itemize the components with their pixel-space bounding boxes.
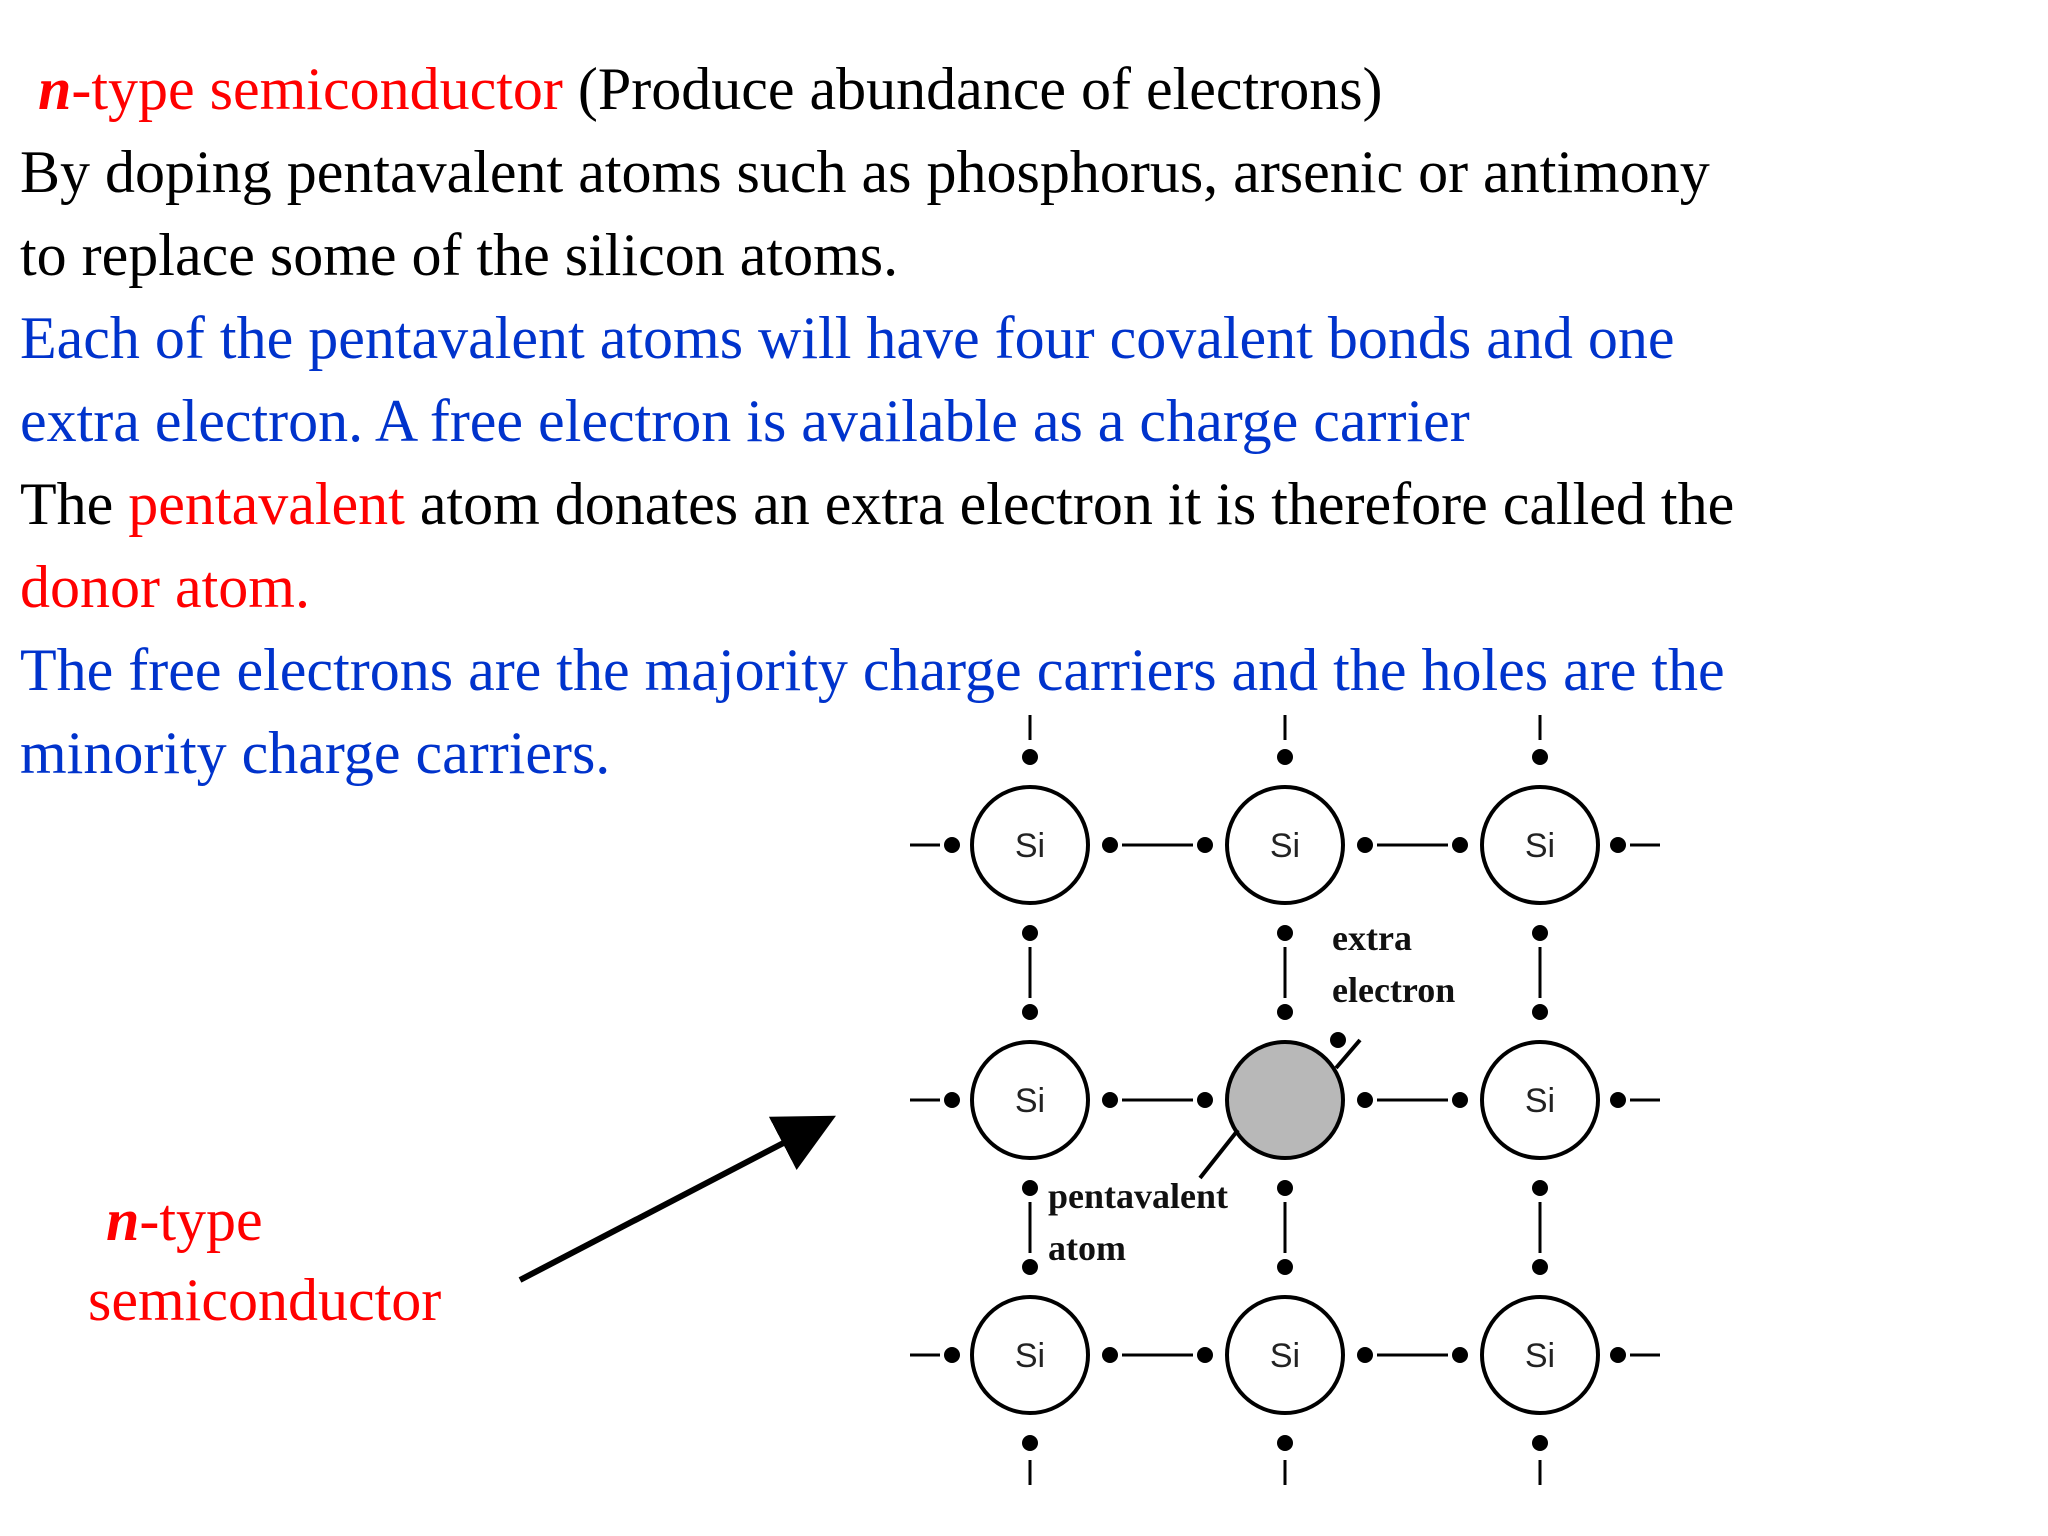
bond-lines	[910, 715, 1660, 1485]
pentavalent-atom	[1225, 1040, 1345, 1160]
paragraph4-line1: The free electrons are the majority char…	[20, 637, 1725, 703]
electron	[1022, 925, 1038, 941]
electron	[1452, 1347, 1468, 1363]
electron	[1357, 1347, 1373, 1363]
silicon-label: Si	[1015, 827, 1045, 865]
pentavalent-label-line2: atom	[1048, 1228, 1126, 1268]
arrow-line	[518, 1115, 836, 1283]
electron	[1022, 1004, 1038, 1020]
extra-electron-pointer	[1334, 1038, 1362, 1070]
paragraph3-pentavalent: pentavalent	[128, 471, 405, 537]
heading-note: (Produce abundance of electrons)	[562, 56, 1383, 122]
silicon-atom	[970, 1295, 1090, 1415]
electron	[1102, 837, 1118, 853]
paragraph2-line2: extra electron. A free electron is avail…	[20, 388, 1470, 454]
electron	[1102, 1092, 1118, 1108]
electron	[1022, 1180, 1038, 1196]
extra-label-line2: electron	[1332, 970, 1455, 1010]
paragraph1-line2: to replace some of the silicon atoms.	[20, 222, 899, 288]
silicon-atom	[1480, 785, 1600, 905]
electron	[1610, 1092, 1626, 1108]
electron	[1532, 1180, 1548, 1196]
silicon-atom	[1480, 1295, 1600, 1415]
electron	[1532, 749, 1548, 765]
silicon-label: Si	[1270, 827, 1300, 865]
callout-type: -type	[139, 1187, 263, 1253]
electron	[1277, 749, 1293, 765]
silicon-atom	[1480, 1040, 1600, 1160]
electron	[1277, 1180, 1293, 1196]
callout-line2: semiconductor	[88, 1267, 442, 1333]
silicon-atom	[1225, 1295, 1345, 1415]
callout-line1: n-type	[88, 1180, 441, 1260]
callout-n: n	[106, 1187, 140, 1253]
electron	[1452, 837, 1468, 853]
electron	[1532, 1004, 1548, 1020]
silicon-label: Si	[1015, 1082, 1045, 1120]
silicon-atom	[970, 1040, 1090, 1160]
electron	[1532, 1259, 1548, 1275]
electron	[1022, 1435, 1038, 1451]
pentavalent-pointer	[1198, 1128, 1240, 1180]
electron	[1610, 837, 1626, 853]
electron	[1452, 1092, 1468, 1108]
silicon-label: Si	[1525, 1337, 1555, 1375]
silicon-label: Si	[1270, 1337, 1300, 1375]
electron	[1357, 1092, 1373, 1108]
electron	[1197, 1092, 1213, 1108]
electron	[944, 837, 960, 853]
pentavalent-label-line1: pentavalent	[1048, 1176, 1228, 1216]
silicon-label: Si	[1015, 1337, 1045, 1375]
paragraph1-line1: By doping pentavalent atoms such as phos…	[20, 139, 1710, 205]
electron	[1357, 837, 1373, 853]
paragraph3-line1: The pentavalent atom donates an extra el…	[20, 463, 2030, 546]
electron	[944, 1347, 960, 1363]
electron	[1277, 1435, 1293, 1451]
paragraph2-line1: Each of the pentavalent atoms will have …	[20, 305, 1675, 371]
electron	[1277, 1004, 1293, 1020]
silicon-label: Si	[1525, 1082, 1555, 1120]
extra-label-line1: extra	[1332, 918, 1412, 958]
paragraph4-line2: minority charge carriers.	[20, 720, 611, 786]
silicon-label: Si	[1525, 827, 1555, 865]
silicon-atom	[970, 785, 1090, 905]
slide-text: n-type semiconductor (Produce abundance …	[20, 48, 2030, 795]
electron	[1532, 925, 1548, 941]
electron	[1022, 1259, 1038, 1275]
paragraph3-line2: donor atom.	[20, 554, 310, 620]
n-type-callout: n-type semiconductor	[88, 1180, 441, 1340]
electron	[944, 1092, 960, 1108]
heading: n-type semiconductor (Produce abundance …	[20, 48, 2030, 131]
electron	[1277, 1259, 1293, 1275]
heading-title: -type semiconductor	[71, 56, 563, 122]
electron	[1197, 837, 1213, 853]
electron	[1197, 1347, 1213, 1363]
electron	[1610, 1347, 1626, 1363]
electron	[1102, 1347, 1118, 1363]
heading-n: n	[38, 56, 72, 122]
silicon-atom	[1225, 785, 1345, 905]
extra-electron-dot	[1330, 1032, 1346, 1048]
electrons	[944, 749, 1626, 1451]
callout-arrow	[518, 1115, 836, 1283]
electron	[1532, 1435, 1548, 1451]
paragraph3-part1: The	[20, 471, 129, 537]
electron	[1022, 749, 1038, 765]
paragraph3-part3: atom donates an extra electron it is the…	[404, 471, 1735, 537]
electron	[1277, 925, 1293, 941]
annotations: extra electron pentavalent atom	[1048, 918, 1455, 1268]
